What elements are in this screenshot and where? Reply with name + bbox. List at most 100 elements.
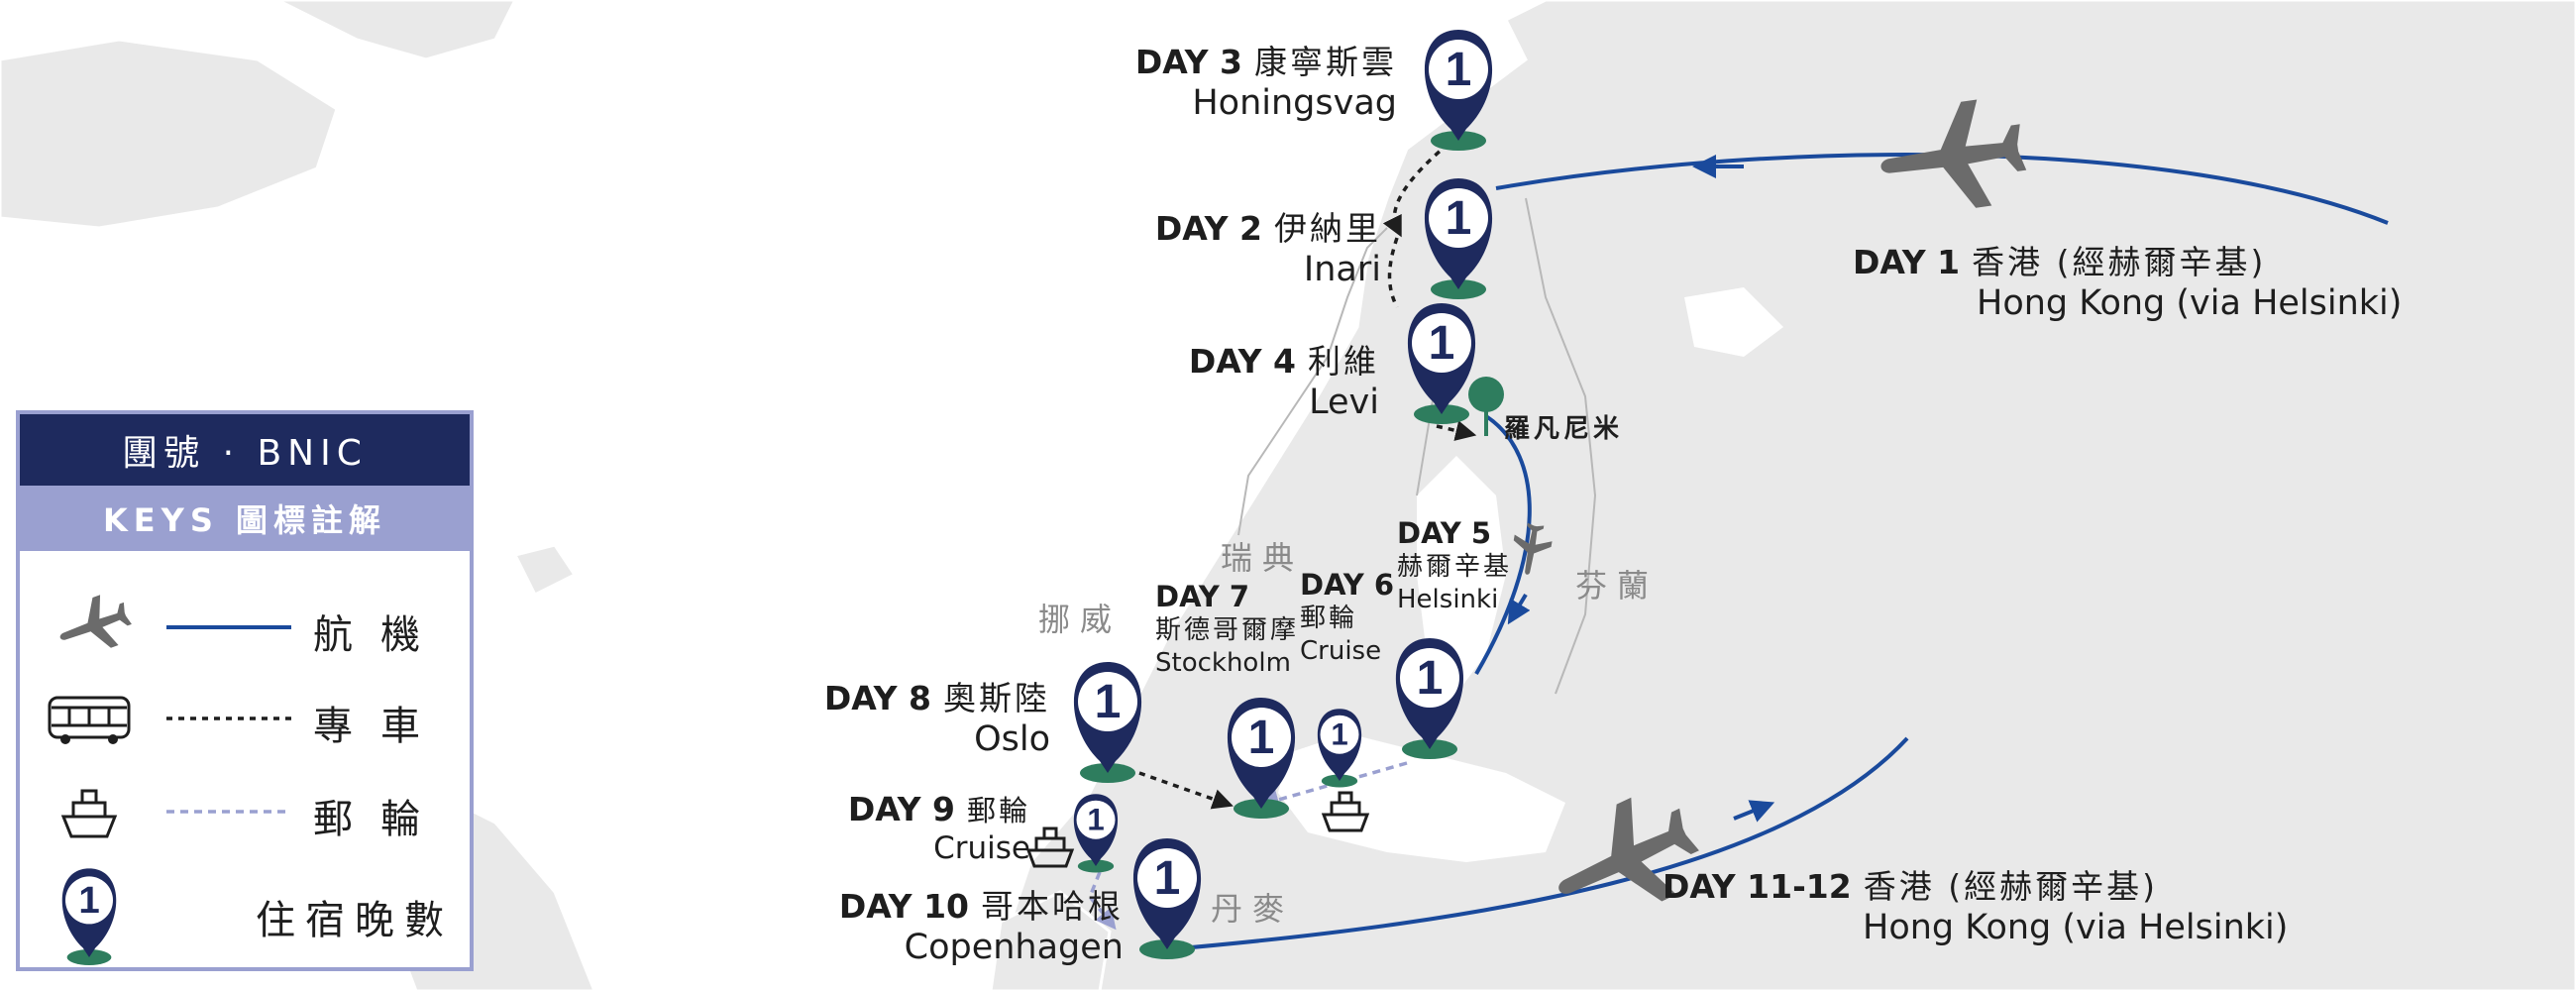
legend-row-coach: 專車 — [20, 674, 470, 763]
stop-label-day1: DAY 1 香港 (經赫爾辛基) Hong Kong (via Helsinki) — [1853, 242, 2402, 326]
svg-text:1: 1 — [1429, 317, 1455, 370]
pin-marker[interactable]: 1 — [1424, 30, 1493, 151]
flight-route-levi-helsinki — [1474, 414, 1532, 676]
legend-label-coach: 專車 — [313, 704, 448, 749]
coach-route-inari-levi — [1387, 237, 1399, 308]
stop-name-zh: 香港 (經赫爾辛基) — [1972, 243, 2267, 281]
svg-text:1: 1 — [1154, 852, 1181, 905]
legend-row-flight: 航機 — [20, 583, 470, 672]
coach-route-oslo-stockholm — [1138, 771, 1234, 810]
pin-marker[interactable]: 1 — [1073, 662, 1142, 783]
day-number: DAY 4 — [1188, 342, 1296, 381]
faroe-land — [512, 543, 578, 598]
white-sea — [1684, 287, 1783, 357]
stop-label-day5: DAY 5 赫爾辛基 Helsinki — [1397, 515, 1512, 615]
pin-marker[interactable]: 1 — [1395, 638, 1464, 759]
stop-label-day8: DAY 8 奧斯陸 Oslo — [824, 678, 1050, 762]
country-label-denmark: 丹麥 — [1211, 890, 1295, 928]
svg-text:1: 1 — [1446, 192, 1472, 245]
svg-text:1: 1 — [1095, 676, 1122, 728]
legend-panel: 團號 · BNIC KEYS 圖標註解 航機 專車 — [16, 410, 474, 971]
day-number: DAY 10 — [838, 887, 969, 926]
legend-title: KEYS 圖標註解 — [20, 486, 470, 551]
stop-label-day7: DAY 7 斯德哥爾摩 Stockholm — [1155, 579, 1299, 679]
tree-icon — [1468, 377, 1504, 436]
gulf-of-bothnia — [1417, 456, 1506, 694]
country-label-norway: 挪威 — [1038, 601, 1123, 638]
stop-name-en: Copenhagen — [904, 928, 1124, 968]
stop-label-day11-12: DAY 11-12 香港 (經赫爾辛基) Hong Kong (via Helsi… — [1663, 866, 2288, 950]
flight-route-return — [1168, 736, 1909, 951]
stop-name-zh: 香港 (經赫爾辛基) — [1863, 867, 2158, 906]
stop-name-zh: 斯德哥爾摩 — [1155, 615, 1300, 646]
coach-line-sample — [166, 716, 291, 720]
coach-route-honingsvag-inari — [1382, 142, 1450, 238]
stop-name-en: Hong Kong (via Helsinki) — [1977, 283, 2403, 324]
flight-route-arrow-return — [1733, 800, 1775, 823]
day-number: DAY 7 — [1155, 580, 1250, 613]
day-number: DAY 8 — [823, 679, 931, 717]
coach-route-levi-rovaniemi — [1436, 420, 1477, 441]
legend-label-nights: 住宿晚數 — [256, 898, 454, 943]
day-number: DAY 2 — [1154, 209, 1262, 248]
stop-label-day2: DAY 2 伊納里 Inari — [1155, 208, 1381, 292]
stop-name-en: Levi — [1309, 383, 1379, 423]
stop-label-day10: DAY 10 哥本哈根 Copenhagen — [839, 886, 1124, 970]
stop-name-en: Honingsvag — [1192, 83, 1397, 124]
stop-name-en: Cruise — [1300, 635, 1382, 666]
stop-name-zh: 康寧斯雲 — [1254, 43, 1397, 81]
pin-marker[interactable]: 1 — [1073, 794, 1119, 873]
border-norway-sweden — [1237, 227, 1388, 536]
day-number: DAY 5 — [1397, 516, 1492, 550]
flight-line-sample — [166, 625, 291, 629]
tour-code: 團號 · BNIC — [20, 414, 470, 486]
country-label-sweden: 瑞典 — [1221, 539, 1305, 577]
stop-name-zh: 奧斯陸 — [943, 679, 1050, 717]
stop-name-zh: 郵輪 — [966, 794, 1030, 827]
stop-name-zh: 哥本哈根 — [981, 887, 1124, 926]
cruise-line-sample — [166, 810, 291, 814]
stop-name-en: Oslo — [974, 719, 1050, 760]
ship-icon — [1321, 791, 1370, 832]
svg-text:1: 1 — [1446, 44, 1472, 96]
day-number: DAY 3 — [1134, 43, 1242, 81]
stop-name-zh: 伊納里 — [1274, 209, 1381, 248]
day-number: DAY 6 — [1300, 568, 1395, 602]
stop-name-en: Hong Kong (via Helsinki) — [1863, 908, 2289, 948]
svg-text:1: 1 — [78, 879, 99, 922]
day-number: DAY 11-12 — [1663, 867, 1852, 906]
stop-name-zh: 利維 — [1308, 342, 1379, 381]
stop-label-day4: DAY 4 利維 Levi — [1189, 341, 1379, 425]
ship-icon — [1025, 826, 1075, 868]
pin-marker[interactable]: 1 — [1407, 303, 1476, 424]
pin-marker[interactable]: 1 — [1227, 698, 1296, 819]
pin-marker[interactable]: 1 — [1317, 709, 1362, 788]
stop-label-day6: DAY 6 郵輪 Cruise — [1300, 567, 1406, 667]
stop-name-zh: 赫爾辛基 — [1397, 552, 1513, 583]
legend-label-flight: 航機 — [313, 612, 448, 658]
stop-name-zh: 郵輪 — [1300, 604, 1358, 634]
ship-icon — [60, 789, 118, 838]
pin-icon: 1 — [61, 868, 117, 965]
legend-row-nights: 1 住宿晚數 — [20, 858, 470, 967]
svg-text:1: 1 — [1331, 717, 1347, 752]
svg-text:1: 1 — [1248, 712, 1275, 764]
greenland-land — [276, 0, 517, 61]
bus-icon — [48, 696, 131, 744]
pin-marker[interactable]: 1 — [1132, 838, 1202, 959]
day-number: DAY 1 — [1853, 243, 1961, 281]
stop-name-en: Helsinki — [1397, 584, 1499, 614]
day-number: DAY 9 — [847, 790, 955, 828]
iceland-land — [0, 38, 339, 230]
pin-marker[interactable]: 1 — [1424, 178, 1493, 299]
stop-name-en: Stockholm — [1155, 647, 1291, 678]
border-finland-russia — [1525, 197, 1597, 695]
stop-label-day3: DAY 3 康寧斯雲 Honingsvag — [1135, 42, 1397, 126]
stop-name-en: Inari — [1303, 250, 1381, 290]
svg-text:1: 1 — [1417, 652, 1444, 705]
place-label-rovaniemi: 羅凡尼米 — [1504, 414, 1624, 444]
plane-icon — [51, 588, 138, 663]
